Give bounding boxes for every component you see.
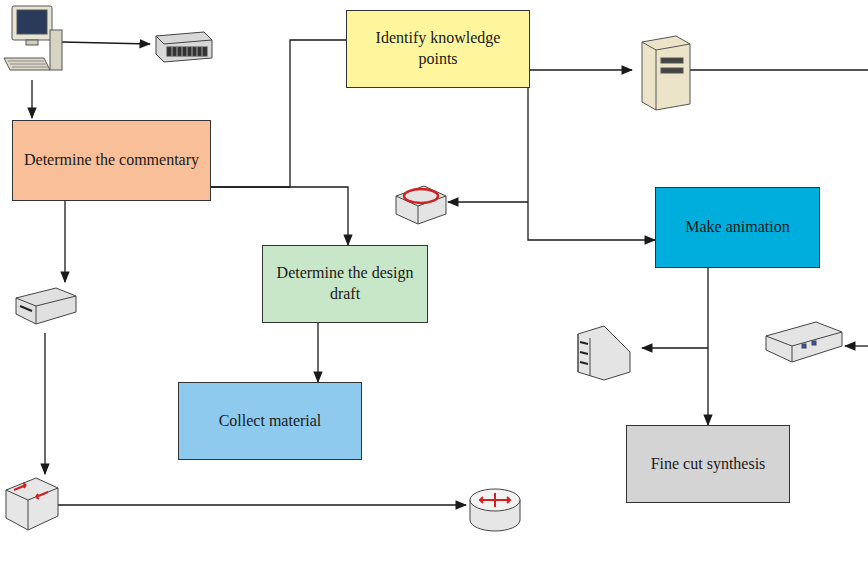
process-box: Make animation	[655, 187, 820, 268]
node-label: Determine the design draft	[263, 263, 427, 305]
process-box: Identify knowledge points	[346, 10, 530, 88]
server-icon	[642, 36, 690, 110]
node-label: Identify knowledge points	[347, 28, 529, 70]
flow-connector	[211, 187, 348, 245]
process-box: Determine the commentary	[12, 120, 211, 201]
node-label: Make animation	[675, 217, 799, 238]
node-label: Collect material	[209, 411, 332, 432]
router-icon	[470, 489, 520, 531]
node-label: Fine cut synthesis	[641, 454, 776, 475]
switch-icon	[6, 478, 58, 530]
node-label: Determine the commentary	[14, 150, 209, 171]
ring-device-icon	[396, 186, 446, 224]
storage-icon	[578, 326, 630, 380]
modem-icon	[16, 288, 76, 324]
flow-connector	[317, 323, 318, 382]
flow-connector	[211, 40, 346, 187]
computer-icon	[4, 6, 62, 70]
process-box: Determine the design draft	[262, 245, 428, 323]
process-box: Fine cut synthesis	[626, 425, 790, 503]
process-box: Collect material	[178, 382, 362, 460]
hub-icon	[156, 32, 212, 62]
device-icon	[766, 322, 842, 362]
flow-connector	[707, 268, 708, 425]
flow-connector	[528, 88, 655, 240]
